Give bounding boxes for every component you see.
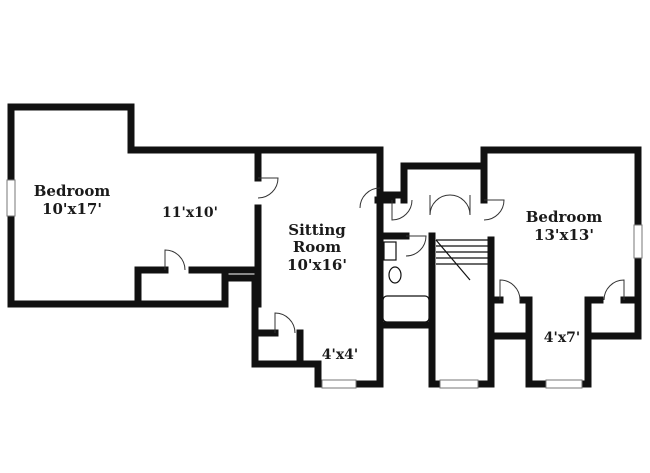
window-icon <box>321 379 357 389</box>
closet-small-size: 4'x4' <box>322 347 358 363</box>
stairs-icon <box>435 239 488 281</box>
door-swing-icon <box>257 177 279 199</box>
door-swing-icon <box>483 199 505 221</box>
window-icon <box>633 224 643 259</box>
sitting-room-size: 10'x16' <box>287 256 347 274</box>
bedroom-right-size: 13'x13' <box>534 226 594 244</box>
door-swing-icon <box>274 312 296 334</box>
bath-fixtures <box>382 241 430 323</box>
bedroom-left-name: Bedroom <box>34 182 111 200</box>
sitting-room-name-1: Sitting <box>288 221 346 239</box>
closet-right-size: 4'x7' <box>544 330 580 346</box>
bedroom-right-name: Bedroom <box>526 208 603 226</box>
windows <box>6 179 643 389</box>
door-swing-icon <box>499 279 521 301</box>
bedroom-left-size: 10'x17' <box>42 200 102 218</box>
doors <box>164 177 625 334</box>
door-swing-icon <box>405 235 427 257</box>
door-swing-icon <box>429 194 451 216</box>
bedroom-left-ext-size: 11'x10' <box>162 205 218 221</box>
door-swing-icon <box>359 187 381 209</box>
right-wing-walls <box>480 146 642 388</box>
toilet-icon <box>388 266 402 284</box>
door-swing-icon <box>603 279 625 301</box>
hall-walls <box>374 162 495 388</box>
sink-icon <box>383 241 397 261</box>
door-swing-icon <box>391 199 413 221</box>
window-icon <box>439 379 479 389</box>
closet-left-walls <box>134 266 262 306</box>
window-icon <box>6 179 16 217</box>
door-swing-icon <box>164 249 186 271</box>
window-icon <box>545 379 583 389</box>
door-swing-icon <box>449 194 471 216</box>
sitting-room-walls <box>221 146 384 388</box>
sitting-room-name-2: Room <box>293 238 341 256</box>
bathtub-icon <box>382 295 430 323</box>
exterior-walls-left <box>7 103 488 308</box>
